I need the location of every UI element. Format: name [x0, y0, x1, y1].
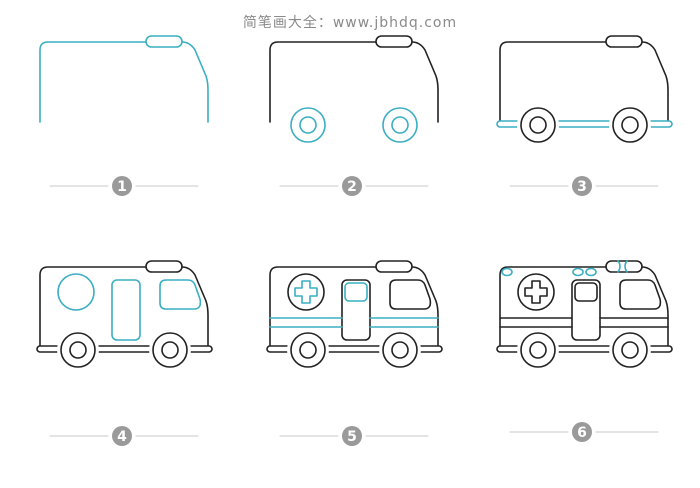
wheel [290, 332, 326, 368]
side-door [341, 279, 371, 341]
site-title: 简笔画大全：www.jbhdq.com [242, 15, 458, 31]
step-3-drawing: 3 [496, 35, 673, 196]
wheel-hub [299, 116, 317, 134]
wheel-hub [69, 341, 87, 359]
wheel-hub [299, 341, 317, 359]
wheel-hub [391, 341, 409, 359]
van-body-outline [499, 266, 669, 348]
wheel-hub [529, 116, 547, 134]
front-window [159, 279, 202, 310]
step-badge [112, 426, 132, 446]
step-number: 5 [347, 429, 357, 445]
siren-light [605, 35, 643, 48]
step-1-drawing: 1 [39, 35, 209, 196]
side-door [571, 279, 601, 341]
marker-light [585, 267, 597, 277]
step-number: 4 [117, 429, 127, 445]
wheel-hub [391, 116, 409, 134]
wheel [612, 332, 648, 368]
wheel-hub [621, 341, 639, 359]
medical-cross [294, 280, 318, 304]
van-body-outline [39, 41, 209, 123]
van-body-outline [39, 266, 209, 348]
siren-light [375, 35, 413, 48]
marker-light [501, 267, 513, 277]
van-body-outline [499, 41, 669, 123]
door-window [344, 282, 368, 302]
van-body-outline [269, 41, 439, 123]
step-badge [572, 422, 592, 442]
door-window [574, 282, 598, 302]
siren-light [145, 260, 183, 273]
step-6-drawing: 6 [496, 260, 673, 442]
step-4-drawing: 4 [36, 260, 213, 446]
side-round-window [57, 273, 95, 311]
siren-light [145, 35, 183, 48]
front-window [619, 279, 662, 310]
step-badge [112, 176, 132, 196]
step-number: 1 [117, 179, 127, 195]
wheel [520, 107, 556, 143]
side-door [111, 279, 141, 341]
wheel [152, 332, 188, 368]
marker-light [572, 267, 584, 277]
wheel [60, 332, 96, 368]
wheel [382, 332, 418, 368]
wheel-hub [621, 116, 639, 134]
siren-light [375, 260, 413, 273]
medical-cross [524, 280, 548, 304]
step-number: 2 [347, 179, 357, 195]
wheel [520, 332, 556, 368]
step-5-drawing: 5 [266, 260, 443, 446]
front-window [389, 279, 432, 310]
step-2-drawing: 2 [269, 35, 439, 196]
wheel-hub [529, 341, 547, 359]
wheel [382, 107, 418, 143]
side-round-window [287, 273, 325, 311]
step-number: 6 [577, 425, 587, 441]
step-badge [572, 176, 592, 196]
step-badge [342, 426, 362, 446]
wheel [290, 107, 326, 143]
side-round-window [517, 273, 555, 311]
step-badge [342, 176, 362, 196]
wheel [612, 107, 648, 143]
step-number: 3 [577, 179, 587, 195]
siren-flash [617, 260, 628, 273]
van-body-outline [269, 266, 439, 348]
siren-light [605, 260, 643, 273]
wheel-hub [161, 341, 179, 359]
